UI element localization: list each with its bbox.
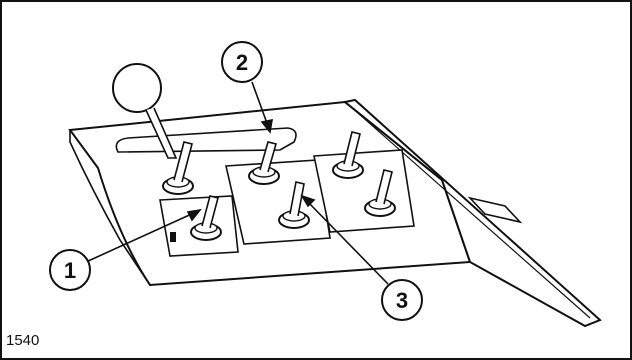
lever-selector [190, 195, 222, 241]
lever-upper [248, 141, 280, 185]
lever [162, 141, 194, 195]
lever [278, 181, 310, 229]
figure-number: 1540 [6, 332, 40, 349]
lever [332, 131, 364, 179]
callout-3-label: 3 [396, 288, 408, 313]
leader-line-1 [85, 208, 202, 263]
hinged-cover-fold [349, 105, 591, 319]
cover-slot [467, 196, 523, 224]
lever-box-right [313, 149, 415, 233]
callout-1: 1 [49, 249, 91, 291]
lever [364, 169, 396, 217]
panel-tab [170, 232, 176, 242]
joystick-shaft [145, 107, 178, 159]
callout-2-label: 2 [236, 50, 248, 75]
callout-3: 3 [381, 279, 423, 321]
hinged-cover [342, 98, 602, 328]
plate-slot [115, 127, 297, 153]
callout-2: 2 [221, 41, 263, 83]
callout-1-label: 1 [64, 258, 76, 283]
leader-line-2 [251, 81, 273, 134]
panel-plate-edge [69, 130, 151, 286]
leader-line-3 [300, 194, 389, 285]
joystick-knob [112, 63, 162, 113]
